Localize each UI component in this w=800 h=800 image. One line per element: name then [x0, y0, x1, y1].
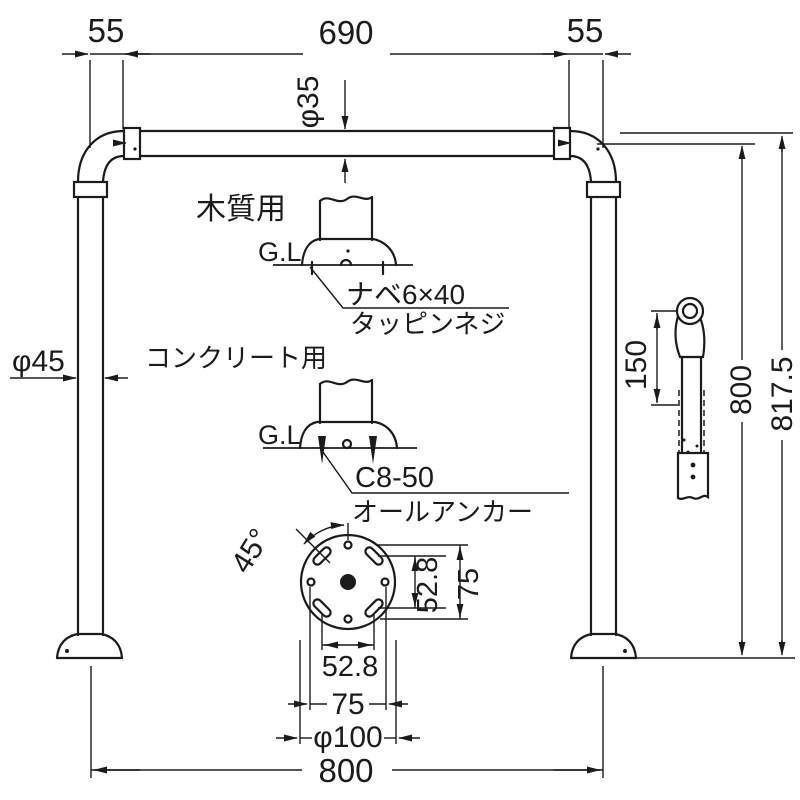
dim-flange-phi100: φ100: [313, 721, 383, 754]
dim-top-left-55: 55: [88, 12, 125, 49]
dim-flange-52-8-vertical: 52.8: [412, 557, 444, 613]
concrete-leader-line: [322, 451, 569, 494]
dim-flange-52-8-horizontal: 52.8: [322, 651, 378, 683]
right-elbow: [568, 129, 618, 184]
concrete-mount-detail: コンクリート用 G.L C8-50 オールアンカー: [145, 343, 569, 527]
dim-grip-150: 150: [620, 340, 653, 390]
label-anchor-type: オールアンカー: [352, 497, 533, 527]
concrete-post-break-line: [318, 378, 374, 386]
right-base-cover: [569, 632, 638, 660]
dim-height-817-5: 817.5: [766, 356, 799, 431]
wood-mount-detail: 木質用 G.L ナベ6×40 タッピンネジ: [196, 193, 509, 339]
dim-bottom-span: 800: [90, 666, 604, 789]
dim-bottom-800: 800: [318, 752, 373, 789]
right-elbow-collar: [585, 180, 622, 199]
rail-left-fitting: [122, 126, 142, 161]
handrail-front-view: [55, 126, 795, 660]
wood-post-break-line: [318, 195, 374, 203]
dim-post-diameter: φ45: [10, 345, 128, 382]
label-wood-type: 木質用: [196, 193, 286, 226]
side-elbow-body: [674, 314, 682, 359]
label-wood-screw-type: タッピンネジ: [350, 309, 505, 339]
label-gl-wood: G.L: [258, 237, 302, 267]
label-wood-screw-spec: ナベ6×40: [346, 279, 465, 310]
anchor-bolt-right: [369, 436, 377, 464]
anchor-bolt-left: [318, 436, 326, 464]
dim-top-span-690: 690: [318, 14, 373, 51]
elbow-end-circle: [675, 296, 705, 326]
wood-base-cover: [300, 237, 398, 267]
left-base-cover: [55, 632, 124, 660]
label-concrete-type: コンクリート用: [145, 343, 327, 373]
dim-phi35: φ35: [292, 76, 325, 129]
dim-flange-45deg: 45°: [225, 523, 277, 579]
dims-height: 800 817.5: [597, 132, 799, 656]
post-side-view: 150: [620, 296, 710, 500]
dims-top: 55 690 55: [62, 12, 631, 148]
dim-flange-75-vertical: 75: [453, 568, 485, 600]
flange-bottom-view: 45° 52.8 75 52.8 75 φ100: [225, 522, 485, 754]
dim-rail-diameter: φ35: [292, 76, 349, 183]
dim-top-right-55: 55: [567, 12, 604, 49]
side-post-sleeve: [676, 451, 710, 500]
dim-flange-75-horizontal: 75: [331, 688, 364, 721]
flange-slots: [312, 546, 384, 618]
label-gl-concrete: G.L: [258, 420, 302, 450]
left-elbow-collar: [72, 180, 109, 199]
label-anchor-spec: C8-50: [355, 462, 434, 494]
concrete-base-cover: [298, 420, 399, 450]
wood-leader-line: [309, 266, 509, 309]
dim-height-800: 800: [725, 365, 758, 415]
flange-center-hole: [340, 574, 356, 590]
dim-phi45: φ45: [12, 345, 65, 378]
